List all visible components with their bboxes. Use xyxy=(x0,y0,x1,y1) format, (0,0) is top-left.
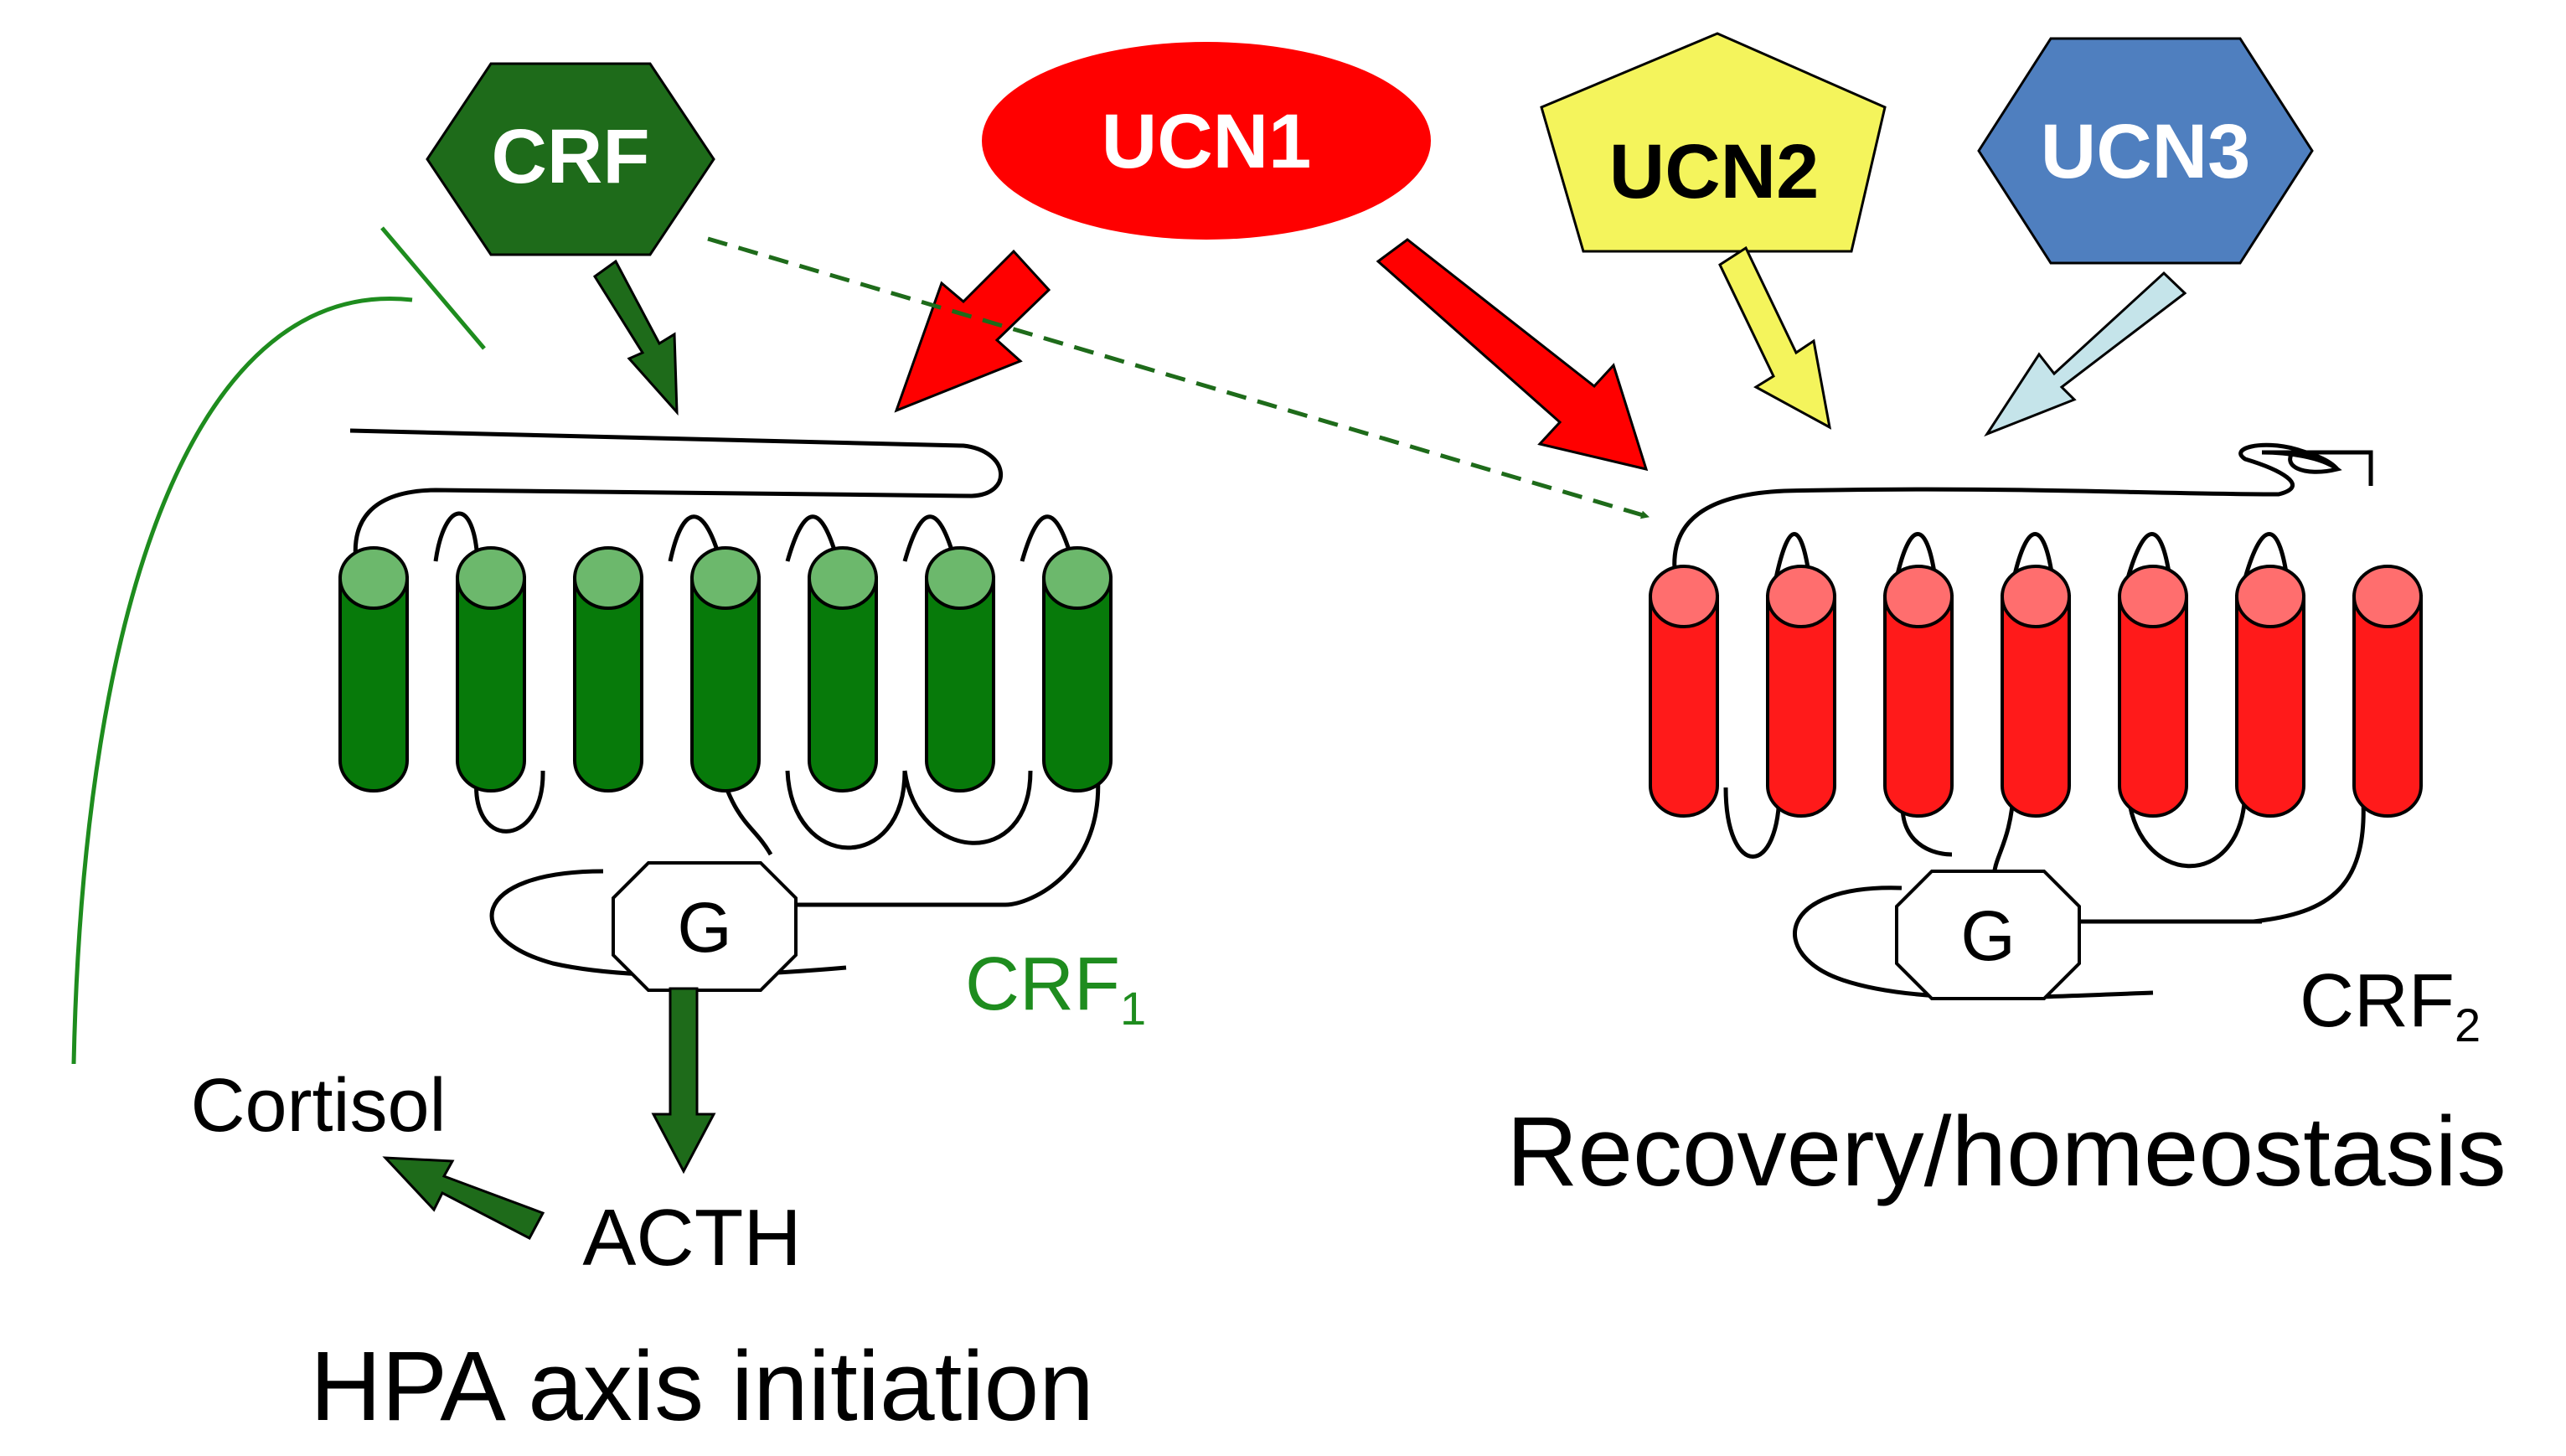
crf2-receptor: G CRF2 xyxy=(1649,442,2481,1051)
crf1-g-protein xyxy=(612,861,798,992)
crf2-name: CRF xyxy=(2300,959,2455,1043)
crf1-name: CRF xyxy=(965,942,1120,1026)
ucn1-ellipse xyxy=(982,42,1431,240)
crf1-receptor-label: CRF1 xyxy=(965,942,1146,1035)
crf1-helix-3 xyxy=(573,576,643,793)
crf1-g-label: G xyxy=(677,888,731,967)
crf2-helix-3 xyxy=(1883,595,1954,818)
crf2-g-label: G xyxy=(1960,896,2015,975)
crf2-helix-3-top xyxy=(1883,565,1954,628)
crf2-helix-7-top xyxy=(2352,565,2423,628)
crf1-helix-6-top xyxy=(925,546,995,610)
feedback-inhibition-bar xyxy=(380,226,486,350)
recovery-caption: Recovery/homeostasis xyxy=(1506,1097,2507,1207)
crf2-helix-4 xyxy=(2001,595,2071,818)
crf2-helix-7 xyxy=(2352,595,2423,818)
crf2-helix-5-top xyxy=(2118,565,2188,628)
ucn1-to-crf2-arrow xyxy=(1376,238,1649,472)
crf1-subscript: 1 xyxy=(1120,982,1146,1035)
crf1-helix-5-top xyxy=(808,546,878,610)
crf1-receptor: G CRF1 xyxy=(338,428,1146,1035)
crf1-helix-4-top xyxy=(690,546,761,610)
ucn2-to-crf2-arrow xyxy=(1718,245,1832,430)
ucn3-hexagon xyxy=(1977,37,2314,265)
crf1-n-terminus xyxy=(349,428,1004,562)
crf-to-crf1-arrow xyxy=(592,259,679,416)
ucn1-to-crf1-arrow xyxy=(894,249,1051,413)
ucn2-label: UCN2 xyxy=(1609,129,1819,214)
crf-ligand: CRF xyxy=(426,62,715,256)
crf1-helix-3-top xyxy=(573,546,643,610)
crf1-helix-5 xyxy=(808,576,878,793)
crf1-helix-7 xyxy=(1042,576,1113,793)
ucn3-ligand: UCN3 xyxy=(1977,37,2314,265)
crf1-helix-2 xyxy=(456,576,526,793)
crf1-helix-2-top xyxy=(456,546,526,610)
cortisol-feedback-curve xyxy=(71,297,413,1065)
crf-hexagon xyxy=(426,62,715,256)
crf2-helix-1-top xyxy=(1649,565,1719,628)
crf2-subscript: 2 xyxy=(2455,999,2481,1051)
crf1-loops xyxy=(433,511,1101,907)
hpa-axis-caption: HPA axis initiation xyxy=(310,1331,1094,1442)
ucn2-pentagon xyxy=(1540,32,1887,253)
crf2-receptor-label: CRF2 xyxy=(2300,959,2481,1051)
ucn1-label: UCN1 xyxy=(1102,99,1311,184)
crf2-helix-6 xyxy=(2235,595,2305,818)
crf-label: CRF xyxy=(491,114,649,199)
crf2-helix-2 xyxy=(1766,595,1836,818)
crf1-to-acth-arrow xyxy=(651,987,716,1175)
ucn1-ligand: UCN1 xyxy=(982,42,1431,240)
crf2-loops xyxy=(1723,532,2366,924)
acth-to-cortisol-arrow xyxy=(382,1156,545,1241)
crf1-helix-1-top xyxy=(338,546,409,610)
crf2-helix-2-top xyxy=(1766,565,1836,628)
crf1-helix-7-top xyxy=(1042,546,1113,610)
acth-label: ACTH xyxy=(582,1193,801,1283)
crf2-g-protein xyxy=(1895,870,2081,1000)
ucn2-ligand: UCN2 xyxy=(1540,32,1887,253)
crf2-n-terminus xyxy=(1672,442,2373,579)
crf1-helix-6 xyxy=(925,576,995,793)
cortisol-label: Cortisol xyxy=(190,1064,446,1148)
ucn3-label: UCN3 xyxy=(2041,109,2250,194)
crf2-helix-6-top xyxy=(2235,565,2305,628)
crf1-helix-1 xyxy=(338,576,409,793)
crf2-helix-4-top xyxy=(2001,565,2071,628)
crf2-helix-5 xyxy=(2118,595,2188,818)
ucn3-to-crf2-arrow xyxy=(1984,271,2187,437)
crf-to-crf2-dashed-arrow xyxy=(707,236,1650,519)
crf2-helix-1 xyxy=(1649,595,1719,818)
crf1-helix-4 xyxy=(690,576,761,793)
